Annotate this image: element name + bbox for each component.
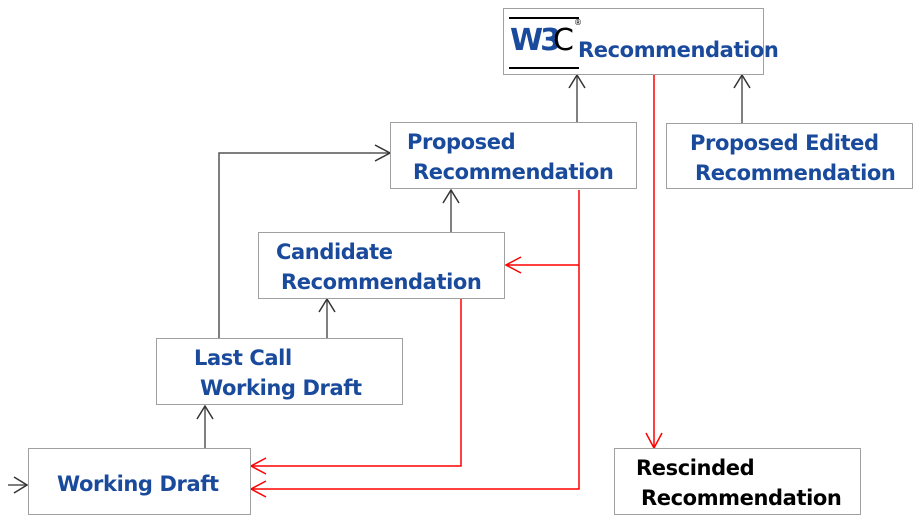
logo-w3: W3 (510, 23, 561, 58)
node-label-line1: Proposed Edited (690, 131, 879, 155)
node-label-line2: Recommendation (413, 160, 614, 184)
edge-pr-to-wd (251, 190, 580, 490)
arrowhead-pr-to-cr (504, 256, 522, 274)
arrowhead-wd-to-lcwd (196, 404, 214, 420)
logo-top-rule (509, 17, 579, 19)
arrowhead-pr-to-wd (249, 480, 267, 498)
edge-lcwd-to-pr (218, 152, 390, 338)
node-label-line1: Working Draft (57, 472, 219, 496)
arrowhead-lcwd-to-cr (318, 297, 336, 313)
node-rescinded-recommendation[interactable]: Rescinded Recommendation (614, 448, 861, 515)
logo-bottom-rule (509, 67, 579, 69)
node-label-line1: Candidate (276, 240, 393, 264)
node-label-line2: Recommendation (641, 486, 842, 510)
node-candidate-recommendation[interactable]: Candidate Recommendation (258, 232, 505, 299)
arrowhead-cr-to-pr (442, 188, 460, 204)
node-recommendation[interactable]: W3 C ® Recommendation (503, 8, 779, 75)
edge-cr-to-wd (251, 299, 462, 467)
node-label-line1: Rescinded (636, 456, 755, 480)
node-proposed-edited-recommendation[interactable]: Proposed Edited Recommendation (666, 123, 913, 189)
node-proposed-recommendation[interactable]: Proposed Recommendation (390, 122, 637, 189)
node-label: Recommendation (578, 38, 779, 62)
node-label-line2: Working Draft (200, 376, 362, 400)
arrowhead-entry-to-wd (13, 476, 29, 494)
node-label-line1: Last Call (194, 346, 292, 370)
arrowhead-pr-to-rec (568, 73, 586, 89)
logo-registered-mark: ® (574, 18, 582, 27)
logo-c: C (553, 23, 574, 58)
w3c-logo: W3 C ® (509, 15, 582, 69)
arrowhead-per-to-rec (733, 73, 751, 89)
arrowhead-cr-to-wd (249, 457, 267, 475)
node-label-line2: Recommendation (695, 161, 896, 185)
node-label-line1: Proposed (407, 130, 516, 154)
node-last-call-working-draft[interactable]: Last Call Working Draft (156, 338, 403, 405)
node-working-draft[interactable]: Working Draft (28, 448, 251, 515)
node-label-line2: Recommendation (281, 270, 482, 294)
